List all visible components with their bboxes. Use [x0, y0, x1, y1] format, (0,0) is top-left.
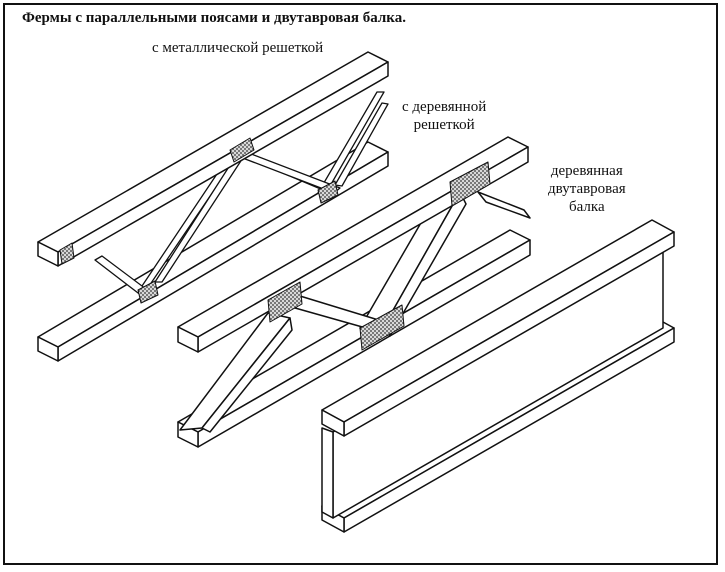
label-wood-lattice-line2: решеткой	[413, 117, 475, 133]
truss1-plate	[137, 280, 159, 304]
truss1-plate	[59, 242, 75, 265]
truss1-plate	[229, 137, 255, 163]
label-wood-lattice-line1: с деревянной	[402, 99, 487, 115]
truss1-plate	[317, 180, 339, 204]
truss2-wood-diagonals	[179, 189, 531, 433]
wood-ibeam	[321, 219, 675, 533]
label-ibeam-line3: балка	[569, 199, 605, 215]
truss1-bottom-chord	[37, 141, 389, 362]
label-ibeam-line1: деревянная	[550, 163, 623, 179]
truss-metal-lattice	[37, 51, 389, 362]
label-metal-lattice-truss: с металлической решеткой	[152, 39, 323, 57]
label-metal-lattice: с металлической решеткой	[152, 40, 324, 56]
truss1-metal-diagonals	[94, 91, 389, 297]
truss1-top-chord	[37, 51, 389, 267]
truss-wood-lattice	[177, 136, 531, 448]
truss2-gusset	[267, 281, 303, 323]
diagram-title: Фермы с параллельными поясами и двутавро…	[22, 10, 406, 26]
label-ibeam: деревянная двутавровая балка	[548, 162, 626, 216]
ibeam-top-flange	[321, 219, 675, 437]
truss2-gusset	[449, 161, 491, 207]
label-ibeam-line2: двутавровая	[548, 181, 626, 197]
truss2-gusset	[359, 304, 405, 351]
label-wood-lattice-truss: с деревянной решеткой	[402, 98, 486, 134]
